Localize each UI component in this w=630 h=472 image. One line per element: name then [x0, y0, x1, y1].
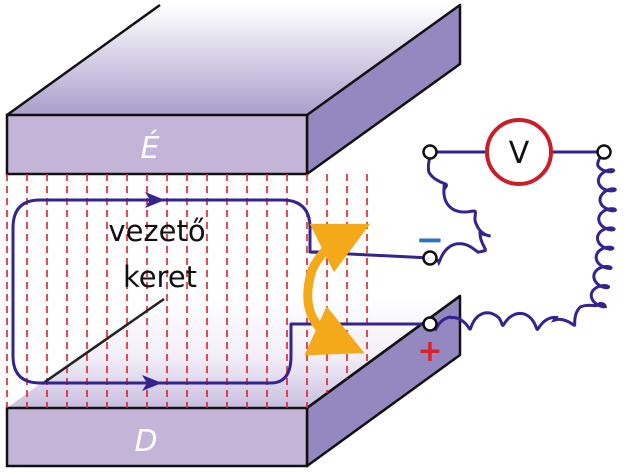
voltmeter: V [485, 118, 553, 186]
frame-label-line2: keret [123, 260, 197, 294]
north-pole-top-face [7, 5, 460, 115]
north-pole-label: É [141, 130, 160, 166]
coiled-wire-right [589, 150, 618, 309]
negative-sign: − [416, 220, 445, 260]
coiled-wire-bottom [428, 303, 600, 332]
terminals [422, 144, 612, 332]
north-pole-magnet: É [5, 3, 462, 176]
coiled-wire-left [426, 150, 491, 267]
frame-bottom-arrow [142, 375, 162, 391]
terminal-positive [422, 316, 438, 332]
conducting-frame [11, 192, 431, 391]
terminal-negative [422, 250, 438, 266]
voltmeter-circuit [426, 150, 618, 332]
voltmeter-label: V [509, 136, 530, 171]
voltmeter-ring [485, 118, 553, 186]
frame-label-line1: vezető [108, 214, 205, 248]
south-pole-back-edge [306, 294, 461, 410]
north-pole-front-face [5, 113, 309, 176]
frame-top-arrow [145, 192, 165, 208]
south-pole-front-face [5, 406, 309, 468]
frame-diagonal-edge [41, 297, 165, 386]
south-pole-label: D [134, 424, 157, 459]
north-pole-top-back-edge [6, 3, 161, 117]
rotation-arrow [303, 223, 371, 356]
frame-loop [11, 198, 430, 385]
positive-sign: + [417, 334, 442, 369]
terminal-top-left [422, 144, 438, 160]
terminal-top-right [596, 144, 612, 160]
south-pole-magnet: D [5, 294, 462, 468]
